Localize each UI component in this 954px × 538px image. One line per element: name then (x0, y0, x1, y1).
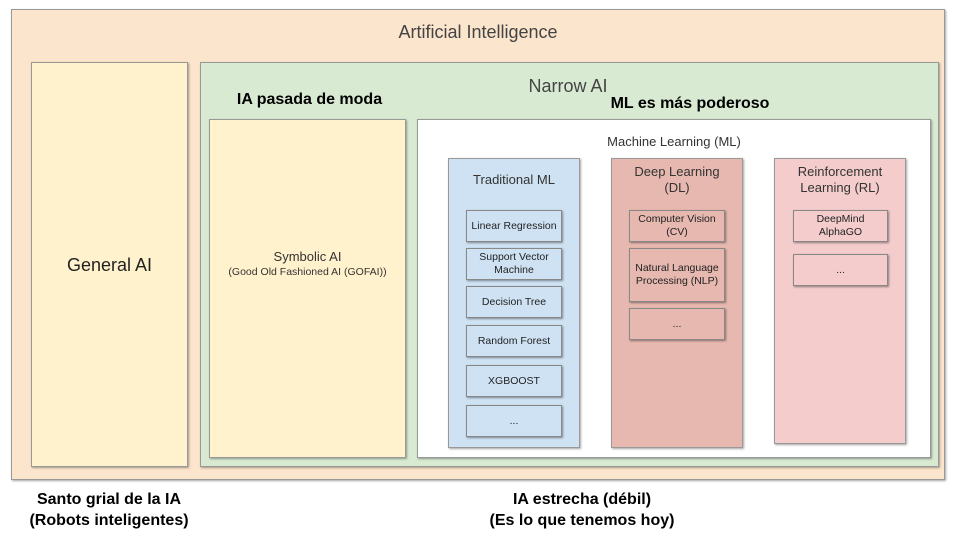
general-ai-caption-line1: Santo grial de la IA (36, 491, 182, 508)
random-forest-item: Random Forest (466, 325, 562, 357)
traditional-ml-more-item: ... (466, 405, 562, 437)
reinforcement-learning-title: Reinforcement Learning (RL) (797, 164, 883, 195)
symbolic-ai-sublabel: (Good Old Fashioned AI (GOFAI)) (228, 266, 387, 278)
deepmind-alphago-item: DeepMind AlphaGO (793, 210, 888, 242)
narrow-ai-caption-line2: (Es lo que tenemos hoy) (489, 512, 675, 529)
ml-heading: ML es más poderoso (610, 95, 770, 112)
narrow-ai-caption-line1: IA estrecha (débil) (512, 491, 652, 508)
general-ai-label: General AI (66, 255, 153, 275)
xgboost-item: XGBOOST (466, 365, 562, 397)
machine-learning-title: Machine Learning (ML) (607, 134, 741, 149)
artificial-intelligence-title: Artificial Intelligence (398, 22, 558, 42)
computer-vision-item: Computer Vision (CV) (629, 210, 725, 242)
narrow-ai-title: Narrow AI (528, 76, 608, 96)
general-ai-box (31, 62, 188, 467)
support-vector-machine-item: Support Vector Machine (466, 248, 562, 280)
general-ai-caption-line2: (Robots inteligentes) (29, 512, 189, 529)
linear-regression-item: Linear Regression (466, 210, 562, 242)
deep-learning-title: Deep Learning (DL) (634, 164, 720, 195)
deep-learning-more-item: ... (629, 308, 725, 340)
symbolic-ai-box (209, 119, 406, 458)
nlp-item: Natural Language Processing (NLP) (629, 248, 725, 302)
decision-tree-item: Decision Tree (466, 286, 562, 318)
traditional-ml-title: Traditional ML (473, 172, 555, 187)
reinforcement-learning-box (774, 158, 906, 444)
symbolic-heading: IA pasada de moda (236, 91, 383, 108)
deep-learning-box (611, 158, 743, 448)
reinforcement-learning-more-item: ... (793, 254, 888, 286)
symbolic-ai-label: Symbolic AI (273, 249, 342, 264)
